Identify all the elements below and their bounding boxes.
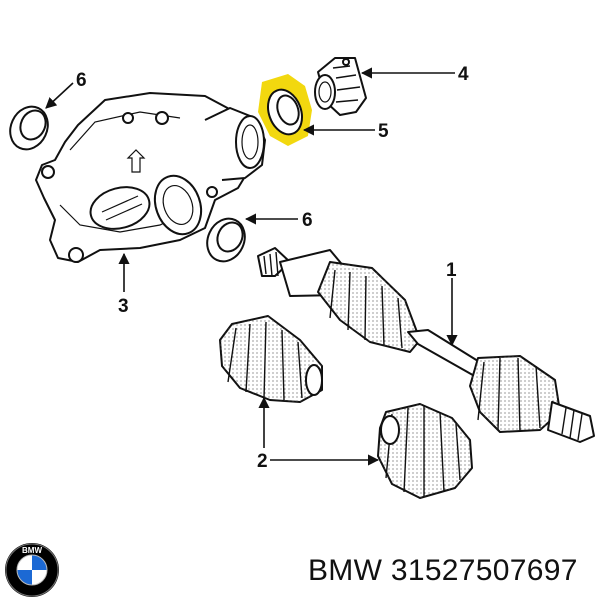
leader-6-top — [45, 82, 74, 109]
callout-3: 3 — [118, 296, 129, 317]
cv-boot-upper — [219, 315, 323, 403]
callout-2: 2 — [257, 451, 268, 472]
output-flange — [314, 57, 367, 116]
callout-4: 4 — [458, 64, 469, 85]
seal-ring-middle — [206, 217, 246, 263]
part-number-caption: BMW 31527507697 — [308, 554, 578, 587]
svg-text:BMW: BMW — [22, 546, 42, 555]
drive-shaft-assembly — [257, 247, 595, 443]
callout-labels: 1 2 3 4 5 6 6 — [76, 64, 469, 472]
differential-housing — [35, 92, 266, 263]
callout-5: 5 — [378, 121, 389, 142]
shaft-seal-highlighted — [258, 74, 312, 146]
callout-6-top: 6 — [76, 70, 87, 91]
callout-1: 1 — [446, 260, 457, 281]
bmw-roundel-logo: BMW — [5, 543, 59, 597]
seal-ring-left — [9, 105, 49, 151]
cv-boot-lower — [377, 403, 473, 499]
leader-lines — [45, 67, 458, 466]
callout-6-mid: 6 — [302, 210, 313, 231]
